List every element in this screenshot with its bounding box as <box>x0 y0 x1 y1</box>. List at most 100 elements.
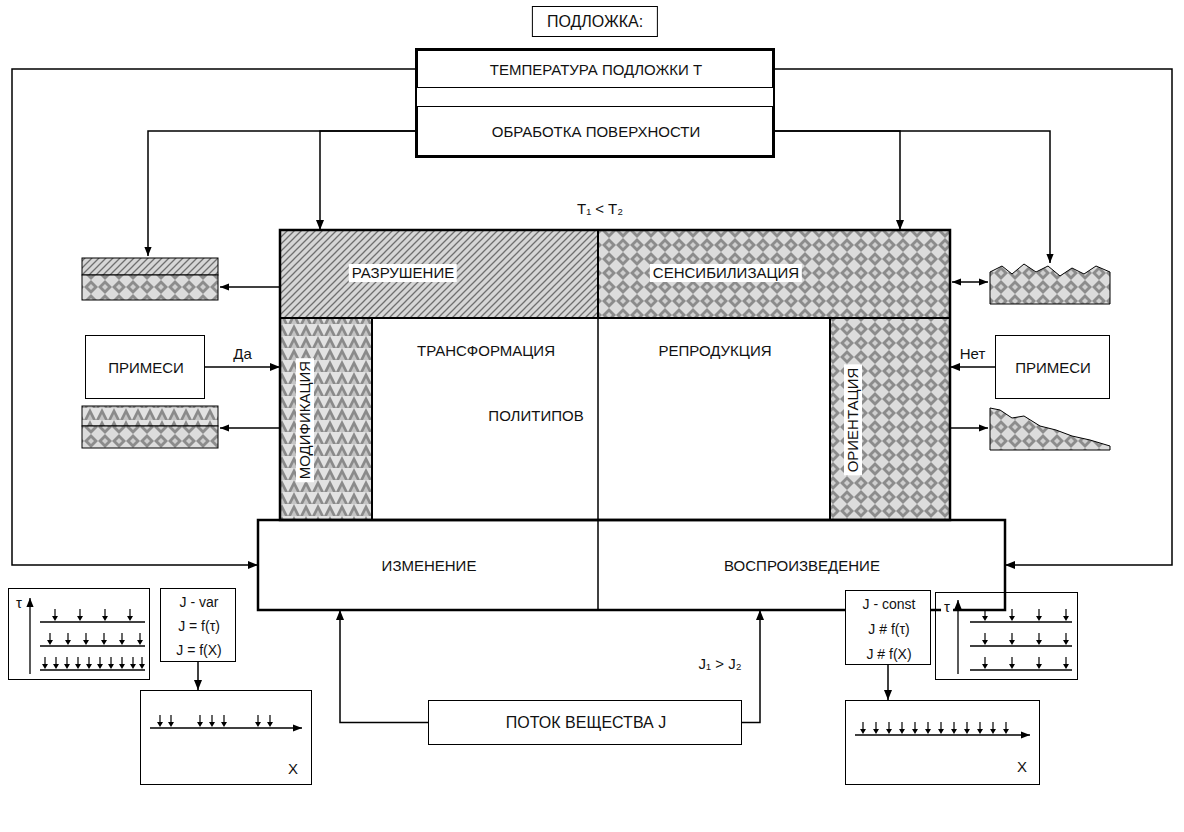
process-region: СЕНСИБИЛИЗАЦИЯ <box>598 230 950 318</box>
block-ground <box>280 230 950 520</box>
flux-arrow <box>108 657 114 669</box>
flux-arrow <box>86 657 92 669</box>
node-label: ПРИМЕСИ <box>1012 359 1094 377</box>
flux-arrow <box>42 657 48 669</box>
flow-connector <box>887 665 889 700</box>
flux-chart: X <box>140 690 312 785</box>
flux-arrow <box>267 715 273 727</box>
layer-strip <box>82 426 218 448</box>
polytype-center: ТРАНСФОРМАЦИЯ РЕПРОДУКЦИЯ ПОЛИТИПОВ <box>372 318 830 520</box>
process-strip: МОДИФИКАЦИЯ <box>280 318 372 520</box>
flux-arrow <box>119 657 125 669</box>
flux-arrow <box>1063 657 1069 669</box>
node-label: ТРАНСФОРМАЦИЯ <box>414 342 558 360</box>
flow-connector <box>12 69 417 565</box>
edge-label: Да <box>231 345 254 363</box>
process-strip: ОРИЕНТАЦИЯ <box>830 318 950 520</box>
layer-strip <box>82 275 218 300</box>
flux-arrow <box>886 722 892 734</box>
leader-arrow <box>148 131 415 256</box>
flux-arrow <box>1036 609 1042 621</box>
node-label: ОБРАБОТКА ПОВЕРХНОСТИ <box>489 123 704 141</box>
flux-arrow <box>53 657 59 669</box>
node-label: τ <box>941 598 953 616</box>
axis-arrow <box>855 734 1030 735</box>
flux-arrow <box>1036 633 1042 645</box>
flux-arrow <box>982 657 988 669</box>
flux-arrow <box>1009 657 1015 669</box>
flux-arrow <box>255 715 261 727</box>
flux-arrow <box>77 609 83 621</box>
node-label: ПОТОК ВЕЩЕСТВА J <box>503 713 669 732</box>
flux-arrow <box>65 633 71 645</box>
node-label: МОДИФИКАЦИЯ <box>296 358 314 482</box>
flux-arrow <box>83 633 89 645</box>
flow-connector <box>742 610 760 723</box>
leader-arrow <box>220 286 279 288</box>
leader-arrow <box>951 427 988 429</box>
flux-chart: X <box>845 700 1040 785</box>
diamond-fill <box>830 318 950 520</box>
node-label: J - var <box>177 593 222 610</box>
node-label: J # f(τ) <box>865 620 912 637</box>
formula-box: J - var J = f(τ) J = f(X) <box>160 588 236 662</box>
flux-arrow <box>860 722 866 734</box>
impurity-box: ПРИМЕСИ <box>85 335 205 399</box>
layer-strip <box>82 258 218 275</box>
flow-connector <box>205 366 280 368</box>
node-label: J = f(τ) <box>175 618 223 635</box>
impurity-box: ПРИМЕСИ <box>995 335 1110 399</box>
flux-arrow <box>221 715 227 727</box>
node-label: τ <box>13 594 25 612</box>
parameter-row: ТЕМПЕРАТУРА ПОДЛОЖКИ T <box>417 50 773 88</box>
node-label: СЕНСИБИЛИЗАЦИЯ <box>650 264 802 282</box>
node-label: ОРИЕНТАЦИЯ <box>844 365 862 476</box>
flux-arrow <box>951 722 957 734</box>
flux-arrow <box>137 633 143 645</box>
layer-strip <box>82 406 218 426</box>
flux-arrow <box>873 722 879 734</box>
flow-connector <box>773 131 900 230</box>
flux-arrow <box>127 609 133 621</box>
process-region: РАЗРУШЕНИЕ <box>280 230 598 318</box>
node-label: J # f(X) <box>863 645 914 662</box>
formula-box: J - constJ # f(τ)J # f(X) <box>845 590 931 665</box>
edge-label: Нет <box>958 345 988 363</box>
hatch-fill <box>280 230 598 318</box>
flux-arrow <box>119 633 125 645</box>
condition-label: T₁ < T₂ <box>575 200 625 218</box>
flux-arrow <box>197 715 203 727</box>
flux-arrow <box>1063 609 1069 621</box>
flux-arrow <box>912 722 918 734</box>
flux-chart: τ <box>8 588 150 680</box>
leader-arrow <box>220 427 279 429</box>
flux-arrow <box>97 657 103 669</box>
flow-connector <box>950 366 995 368</box>
node-label: J = f(X) <box>173 642 225 659</box>
heading-tab: ПОДЛОЖКА: <box>532 6 658 37</box>
node-label: РАЗРУШЕНИЕ <box>349 264 457 282</box>
diamond-fill <box>598 230 950 318</box>
node-label: ТЕМПЕРАТУРА ПОДЛОЖКИ T <box>487 61 705 79</box>
node-label: ПОЛИТИПОВ <box>485 407 586 425</box>
flow-connector <box>320 131 417 230</box>
flux-arrow <box>925 722 931 734</box>
axis-arrow <box>150 727 302 728</box>
flux-arrow <box>982 609 988 621</box>
condition-label: J₁ > J₂ <box>697 655 744 673</box>
flux-arrow <box>1009 633 1015 645</box>
layer-line <box>40 669 145 670</box>
flux-arrow <box>101 633 107 645</box>
layer-line <box>40 621 145 622</box>
layer-line <box>970 669 1072 670</box>
axis-arrow <box>957 600 958 674</box>
node-label: РЕПРОДУКЦИЯ <box>655 342 774 360</box>
block-outline <box>280 230 950 520</box>
layer-line <box>970 645 1072 646</box>
flux-arrow <box>157 715 163 727</box>
flux-arrow <box>1063 633 1069 645</box>
flux-arrow <box>209 715 215 727</box>
sloped-surface <box>990 408 1110 450</box>
flux-arrow <box>938 722 944 734</box>
flux-arrow <box>130 657 136 669</box>
